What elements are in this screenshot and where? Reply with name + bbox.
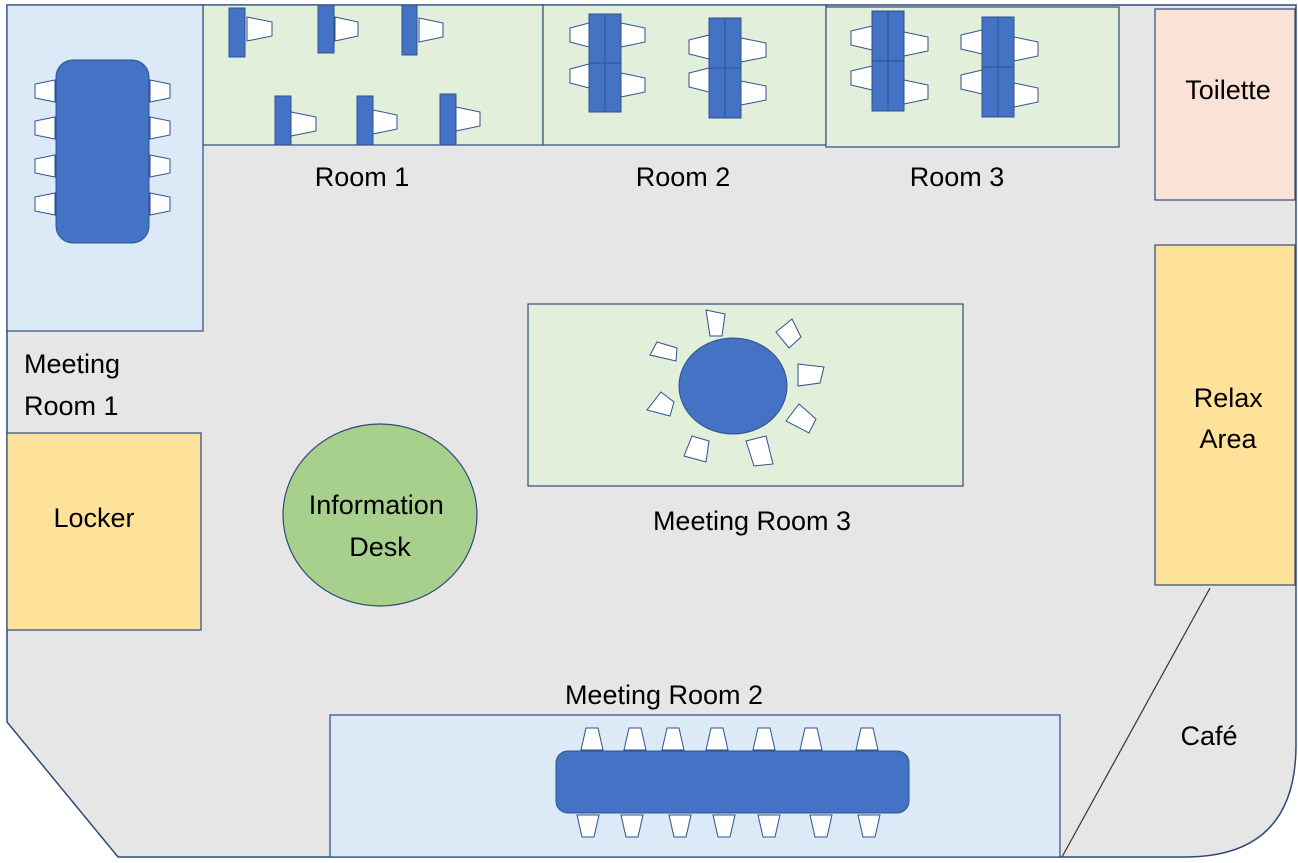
chair xyxy=(785,403,817,434)
meeting-room-1-label-line-1: Meeting xyxy=(24,349,120,379)
chair xyxy=(246,16,273,42)
chair xyxy=(740,80,767,106)
information-desk-label-line-1: Information xyxy=(309,490,444,520)
chair xyxy=(620,72,646,98)
room-3-furniture xyxy=(850,10,1039,118)
chair xyxy=(1013,82,1039,108)
chair xyxy=(855,727,879,751)
chair xyxy=(661,727,685,751)
chair xyxy=(149,116,171,140)
chair xyxy=(34,79,56,103)
chair xyxy=(809,814,833,838)
meeting-room-1-label: Meeting Room 1 xyxy=(24,349,128,421)
room-2-furniture xyxy=(569,13,767,119)
meeting-room-1-chairs xyxy=(34,79,171,216)
information-desk-label-line-2: Desk xyxy=(349,532,411,562)
chair xyxy=(334,16,359,42)
chair xyxy=(623,727,647,751)
desk xyxy=(439,93,457,146)
meeting-room-3-round-table xyxy=(678,337,788,435)
chair xyxy=(712,814,736,838)
meeting-room-3-chairs xyxy=(646,309,825,467)
chair xyxy=(580,727,604,751)
chair xyxy=(34,116,56,140)
desk xyxy=(274,95,292,146)
relax-area-room[interactable] xyxy=(1154,244,1296,586)
chair xyxy=(903,31,929,57)
cafe-divider-line xyxy=(1061,587,1211,858)
relax-area-label-line-1: Relax xyxy=(1194,383,1264,413)
chair xyxy=(149,154,171,178)
chair xyxy=(775,318,802,349)
meeting-room-1-table xyxy=(55,59,150,244)
chair xyxy=(705,309,726,337)
chair xyxy=(455,106,481,132)
chair xyxy=(290,111,317,137)
chair xyxy=(649,341,678,362)
information-desk-label: Information Desk xyxy=(309,490,452,562)
chair xyxy=(705,727,729,751)
cafe-label: Café xyxy=(1180,721,1237,751)
meeting-room-1-label-line-2: Room 1 xyxy=(24,391,119,421)
chair xyxy=(857,814,881,838)
chair xyxy=(668,814,692,838)
chair xyxy=(646,391,675,417)
chair xyxy=(740,37,767,63)
chair xyxy=(418,17,444,43)
chair xyxy=(576,814,600,838)
chair xyxy=(372,109,398,135)
meeting-room-2-table xyxy=(555,750,910,814)
chair xyxy=(34,192,56,216)
locker-room[interactable] xyxy=(6,432,202,631)
meeting-room-3-label: Meeting Room 3 xyxy=(653,506,851,536)
desk xyxy=(228,7,246,58)
relax-area-label-line-2: Area xyxy=(1199,424,1257,454)
chair xyxy=(745,435,774,467)
toilette-room[interactable] xyxy=(1154,8,1296,201)
chair xyxy=(903,79,929,105)
chair xyxy=(757,814,781,838)
desk xyxy=(356,95,374,146)
chair xyxy=(620,814,644,838)
chair xyxy=(149,192,171,216)
chair xyxy=(620,22,646,48)
room-1-label: Room 1 xyxy=(315,162,410,192)
meeting-room-2-chairs xyxy=(576,727,881,838)
chair xyxy=(149,79,171,103)
room-1-furniture xyxy=(228,4,481,146)
room-3-label: Room 3 xyxy=(910,162,1005,192)
information-desk[interactable] xyxy=(282,423,478,607)
chair xyxy=(683,435,710,463)
relax-area-label: Relax Area xyxy=(1194,383,1271,454)
chair xyxy=(34,154,56,178)
chair xyxy=(1013,36,1039,62)
chair xyxy=(797,363,825,387)
locker-label: Locker xyxy=(53,503,134,533)
room-2-label: Room 2 xyxy=(636,162,731,192)
chair xyxy=(799,727,823,751)
meeting-room-2-label: Meeting Room 2 xyxy=(565,680,763,710)
desk xyxy=(401,4,418,56)
toilette-label: Toilette xyxy=(1185,75,1271,105)
chair xyxy=(752,727,776,751)
desk xyxy=(317,4,335,54)
